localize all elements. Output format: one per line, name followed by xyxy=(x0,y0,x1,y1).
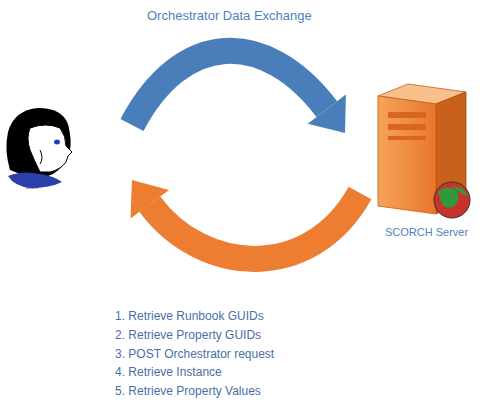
step-label: 1. Retrieve Runbook GUIDs xyxy=(115,309,264,323)
step-label: 5. Retrieve Property Values xyxy=(115,384,261,398)
step-label: 3. POST Orchestrator request xyxy=(115,347,274,361)
user-icon xyxy=(6,108,72,188)
flow-arrow xyxy=(132,51,346,133)
diagram-title: Orchestrator Data Exchange xyxy=(147,8,312,23)
user-node: User xyxy=(0,100,132,195)
arrow-body xyxy=(132,51,327,125)
step-label: 4. Retrieve Instance xyxy=(115,365,222,379)
arrow-head xyxy=(130,180,169,218)
node-label: SCORCH Server xyxy=(385,226,468,238)
server-icon xyxy=(378,84,470,218)
server-node: SCORCH Server xyxy=(345,78,480,243)
step-label: 2. Retrieve Property GUIDs xyxy=(115,328,261,342)
arrow-body xyxy=(150,193,360,259)
arrow-head xyxy=(308,95,346,133)
node-label: User xyxy=(26,184,39,190)
flow-arrow xyxy=(130,180,360,259)
